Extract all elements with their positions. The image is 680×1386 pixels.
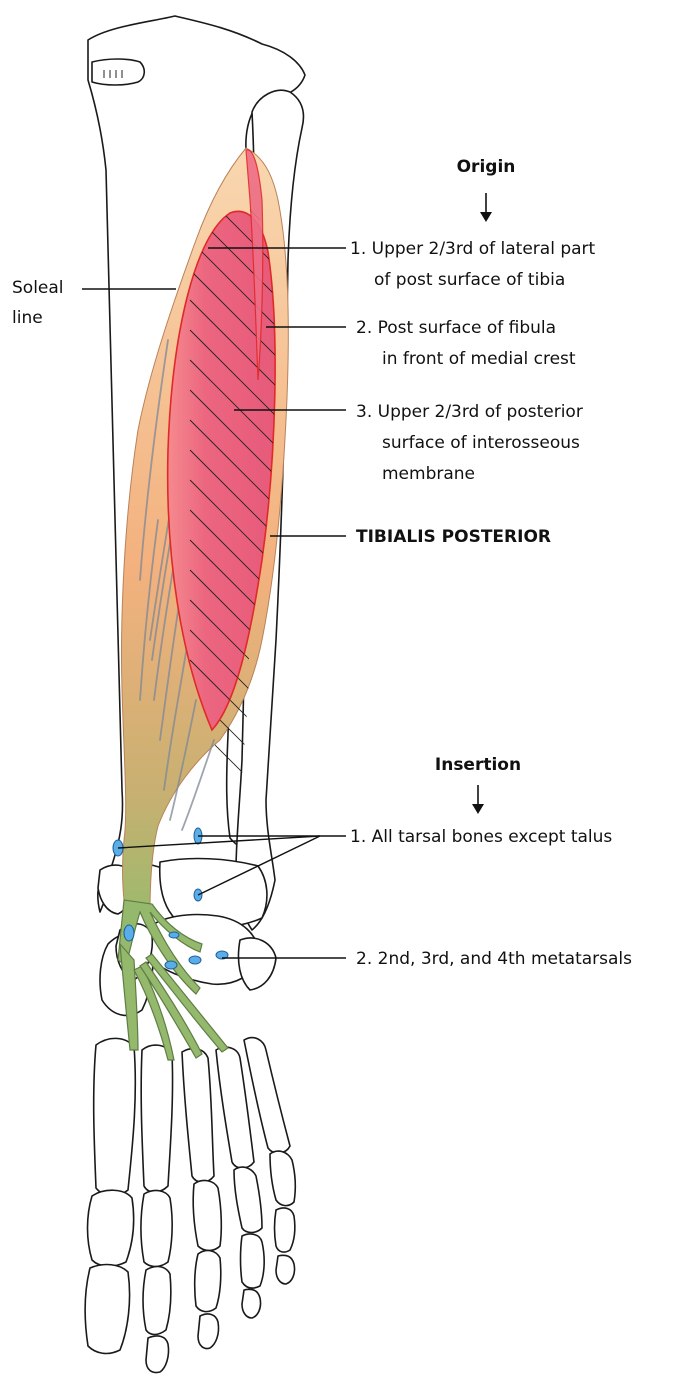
attachment-cuneiform <box>124 925 134 941</box>
soleal-line-label-1: Soleal <box>12 278 64 298</box>
down-arrow-icon <box>472 785 484 814</box>
attachment-metatarsal-3 <box>189 956 201 964</box>
origin-item-2-line-2: in front of medial crest <box>382 349 576 369</box>
insertion-heading: Insertion <box>435 755 521 775</box>
metatarsal-bones <box>94 1038 290 1196</box>
origin-item-3-line-1: 3. Upper 2/3rd of posterior <box>356 402 583 422</box>
origin-item-3-line-2: surface of interosseous <box>382 433 580 453</box>
origin-item-1-line-1: 1. Upper 2/3rd of lateral part <box>350 239 596 259</box>
soleal-line-label-2: line <box>12 308 43 328</box>
origin-item-2-line-1: 2. Post surface of fibula <box>356 318 556 338</box>
origin-heading: Origin <box>457 157 516 177</box>
insertion-item-1: 1. All tarsal bones except talus <box>350 827 612 847</box>
muscle-name: TIBIALIS POSTERIOR <box>356 527 551 547</box>
tibial-tuberosity <box>92 59 144 85</box>
lateral-cuneiform-bone <box>238 938 276 990</box>
attachment-extra <box>169 932 179 938</box>
insertion-item-2: 2. 2nd, 3rd, and 4th metatarsals <box>356 949 632 969</box>
attachment-metatarsal-2 <box>165 961 177 969</box>
origin-item-1-line-2: of post surface of tibia <box>374 270 565 290</box>
down-arrow-icon <box>480 193 492 222</box>
origin-item-3-line-3: membrane <box>382 464 475 484</box>
